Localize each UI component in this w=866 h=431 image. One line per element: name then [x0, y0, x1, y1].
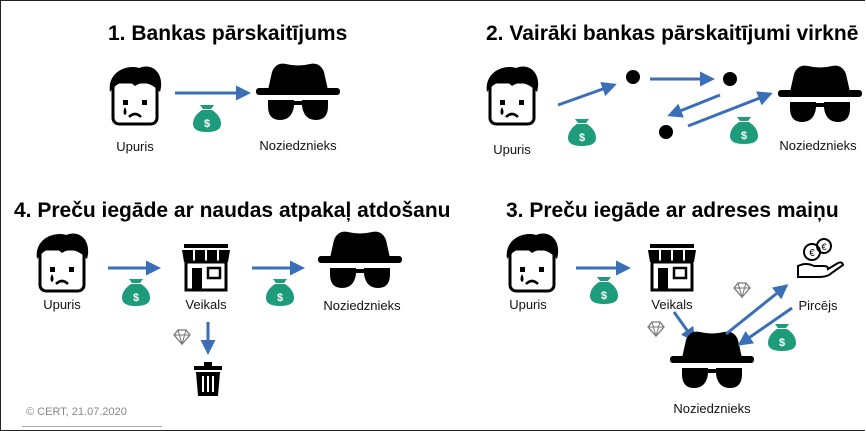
label-buyer: Pircējs	[798, 298, 838, 313]
criminal-hat-icon	[318, 231, 402, 288]
label-shop: Veikals	[651, 297, 693, 312]
label-victim: Upuris	[43, 297, 81, 312]
trash-can-icon	[193, 361, 223, 397]
credit-underline	[22, 426, 162, 427]
label-victim: Upuris	[493, 142, 531, 157]
money-bag-icon	[193, 105, 221, 132]
euro-hand-icon	[797, 238, 844, 278]
money-bag-icon	[568, 119, 596, 146]
label-criminal: Noziedznieks	[673, 401, 751, 416]
victim-face-icon	[108, 64, 163, 126]
criminal-hat-icon	[256, 63, 340, 120]
money-bag-icon	[730, 117, 758, 144]
label-shop: Veikals	[185, 297, 227, 312]
section-title-1: 1. Bankas pārskaitījums	[108, 22, 348, 45]
diamond-icon	[647, 321, 665, 337]
intermediate-account-node	[659, 125, 673, 139]
section-title-4: 4. Preču iegāde ar naudas atpakaļ atdoša…	[14, 199, 451, 222]
arrow-node-to-criminal	[687, 91, 773, 128]
diamond-icon	[173, 329, 191, 345]
shop-icon	[180, 242, 232, 292]
arrow-criminal-to-buyer	[725, 284, 789, 336]
label-criminal: Noziedznieks	[259, 138, 337, 153]
intermediate-account-node	[626, 70, 640, 84]
copyright-credit: © CERT, 21.07.2020	[26, 406, 127, 418]
money-bag-icon	[122, 279, 150, 306]
arrow-victim-to-node	[557, 81, 617, 107]
label-victim: Upuris	[509, 297, 547, 312]
arrow-node-to-node	[667, 93, 721, 118]
money-bag-icon	[266, 279, 294, 306]
money-bag-icon	[768, 324, 796, 351]
section-title-3: 3. Preču iegāde ar adreses maiņu	[506, 199, 839, 222]
criminal-hat-icon	[670, 331, 754, 388]
money-bag-icon	[590, 277, 618, 304]
intermediate-account-node	[723, 72, 737, 86]
victim-face-icon	[485, 64, 540, 126]
label-criminal: Noziedznieks	[779, 138, 857, 153]
victim-face-icon	[505, 231, 560, 293]
label-victim: Upuris	[116, 139, 154, 154]
victim-face-icon	[35, 231, 90, 293]
shop-icon	[646, 242, 698, 292]
criminal-hat-icon	[778, 65, 862, 122]
arrow-buyer-to-criminal	[737, 306, 793, 346]
section-title-2: 2. Vairāki bankas pārskaitījumi virknē	[486, 22, 859, 45]
diamond-icon	[733, 282, 751, 298]
label-criminal: Noziedznieks	[323, 298, 401, 313]
